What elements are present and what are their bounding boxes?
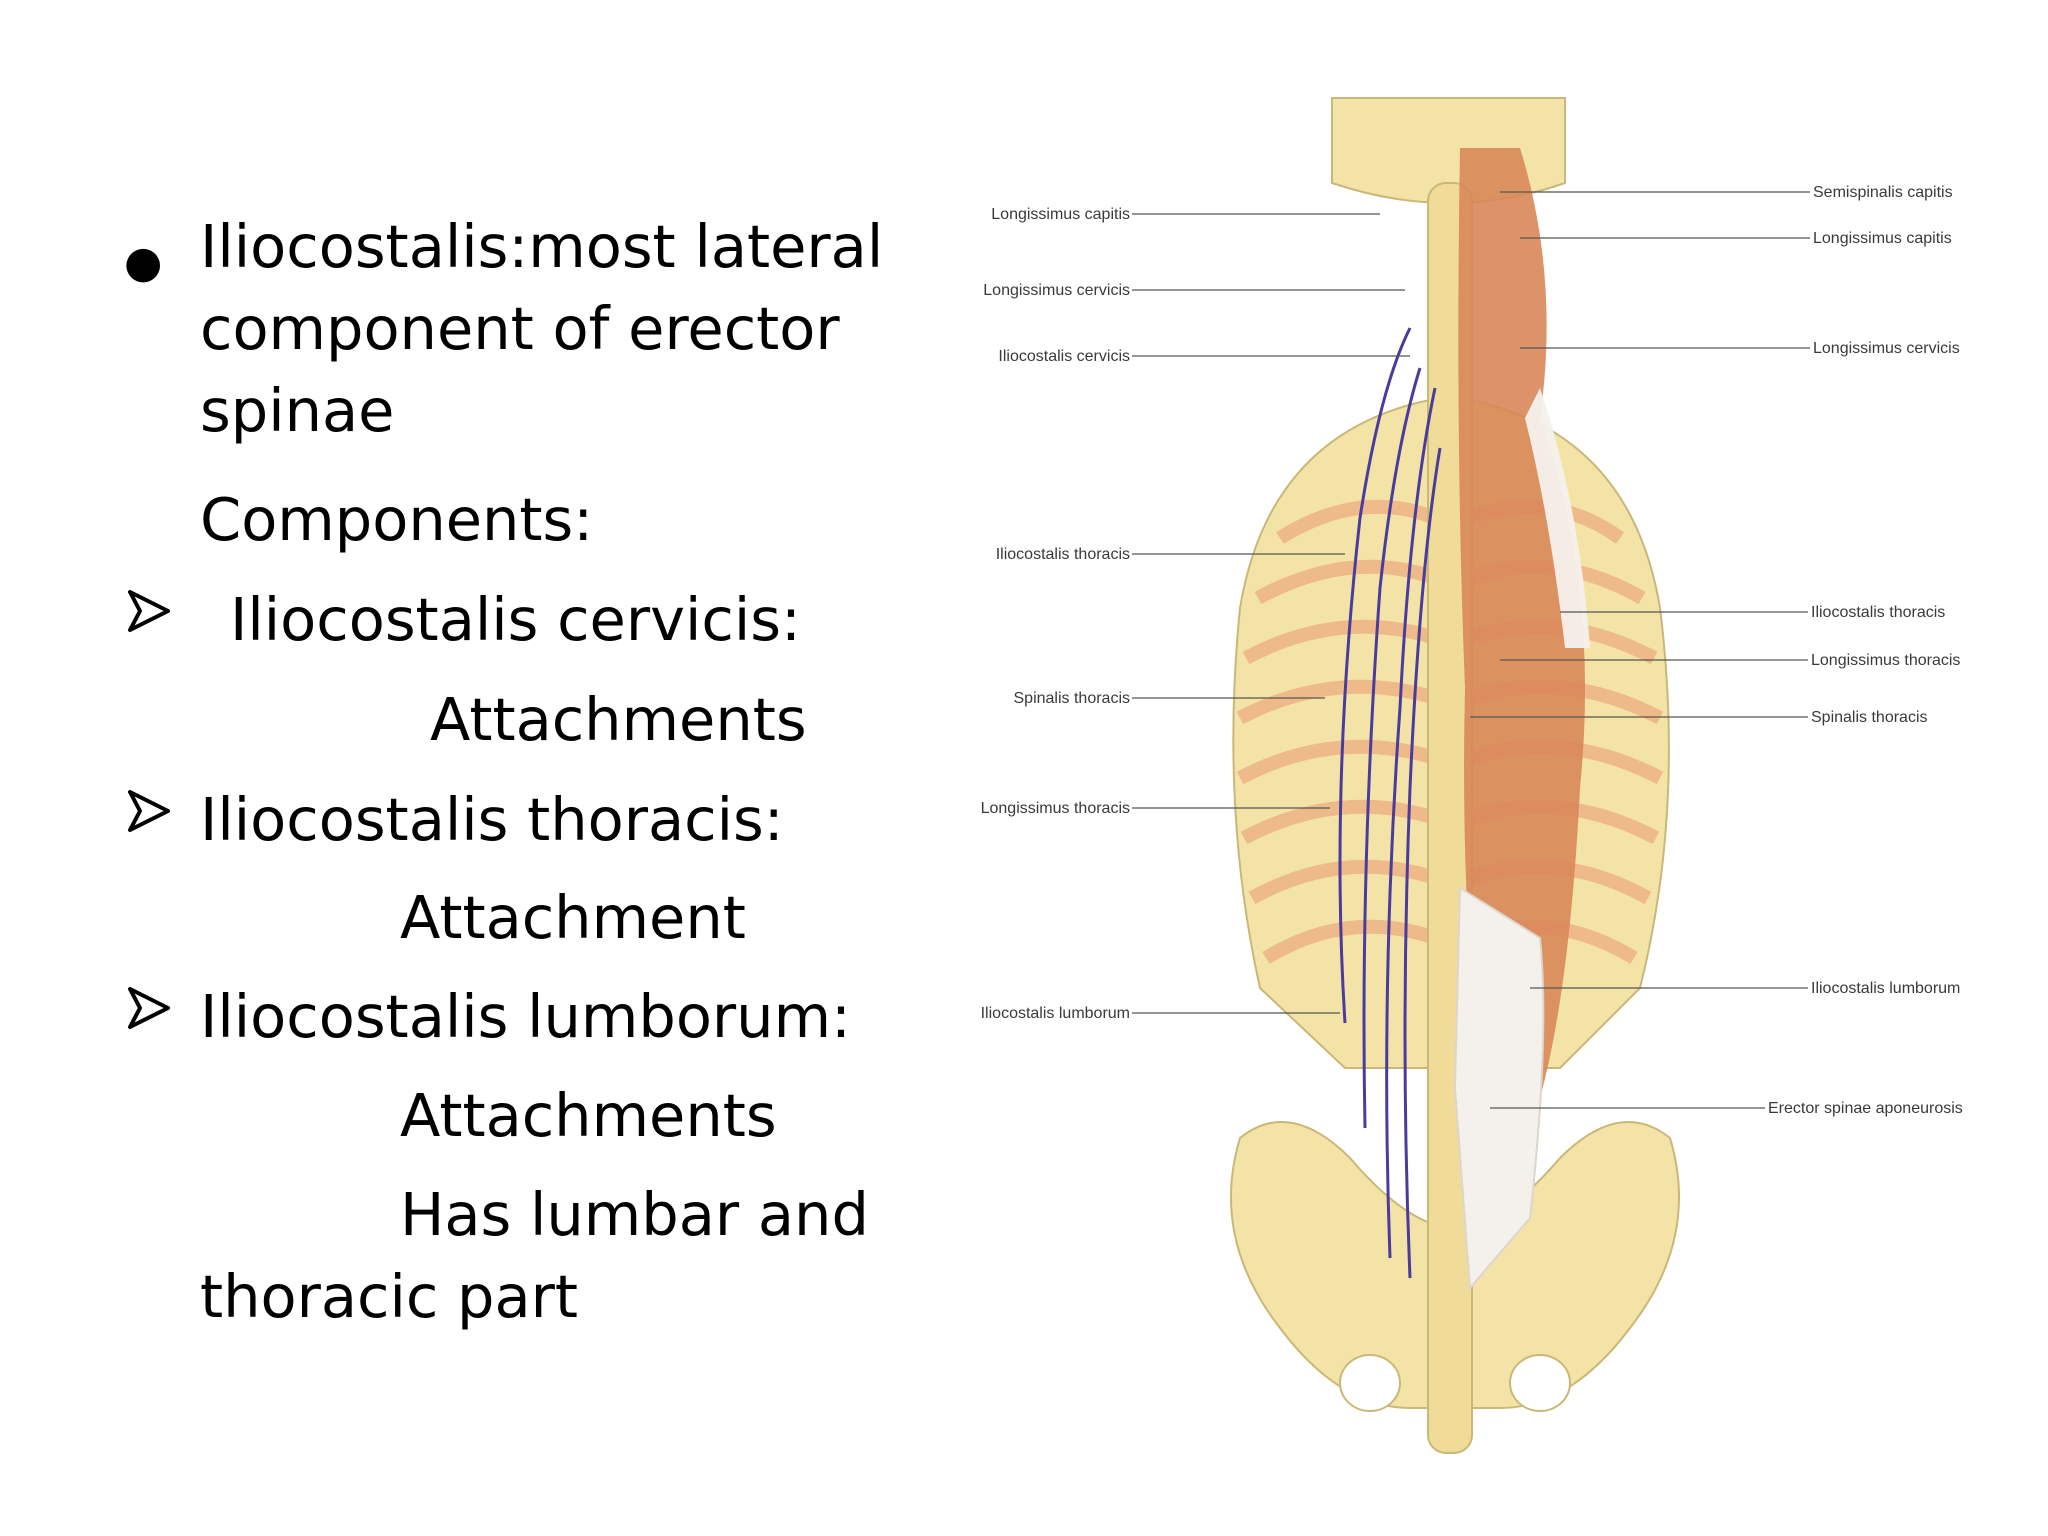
erector-spinae-muscle — [1458, 148, 1585, 1098]
components-label: Components: — [200, 485, 594, 554]
title-line-1: Iliocostalis:most lateral — [200, 212, 884, 281]
left-leader-lines — [1132, 213, 1410, 1014]
label-left-iliocostalis-cervicis: Iliocostalis cervicis — [998, 348, 1130, 365]
item-cervicis-name: Iliocostalis cervicis: — [230, 585, 801, 654]
extra-line-1: Has lumbar and — [400, 1180, 869, 1249]
title-line-3: spinae — [200, 376, 395, 445]
label-right-longissimus-thoracis: Longissimus thoracis — [1811, 652, 1960, 669]
title-line-2: component of erector — [200, 294, 840, 363]
label-left-iliocostalis-lumborum: Iliocostalis lumborum — [981, 1005, 1130, 1022]
item-cervicis-detail: Attachments — [430, 685, 807, 754]
extra-line-2: thoracic part — [200, 1262, 579, 1331]
item-lumborum-detail: Attachments — [400, 1081, 777, 1150]
obturator-foramen-right — [1509, 1354, 1571, 1412]
slide-text-panel: ● Iliocostalis:most lateral component of… — [0, 0, 900, 1536]
label-right-iliocostalis-lumborum: Iliocostalis lumborum — [1811, 980, 1960, 997]
anatomy-figure: Longissimus capitis Longissimus cervicis… — [981, 97, 1963, 1454]
label-right-semispinalis-capitis: Semispinalis capitis — [1813, 184, 1953, 201]
iliocostalis-nerve-lines — [1338, 327, 1442, 1279]
obturator-foramen-left — [1339, 1354, 1401, 1412]
right-leader-lines — [1470, 191, 1810, 1109]
item-lumborum-name: Iliocostalis lumborum: — [200, 982, 851, 1051]
label-right-iliocostalis-thoracis: Iliocostalis thoracis — [1811, 604, 1945, 621]
item-thoracis-detail: Attachment — [400, 883, 746, 952]
aponeurosis — [1453, 886, 1545, 1291]
label-left-spinalis-thoracis: Spinalis thoracis — [1014, 690, 1131, 707]
label-left-longissimus-capitis: Longissimus capitis — [991, 206, 1130, 223]
label-right-longissimus-capitis: Longissimus capitis — [1813, 230, 1952, 247]
arrow-bullet-icon — [128, 590, 170, 632]
arrow-bullet-icon — [128, 790, 170, 832]
item-thoracis-name: Iliocostalis thoracis: — [200, 785, 784, 854]
label-left-longissimus-cervicis: Longissimus cervicis — [983, 282, 1130, 299]
label-right-longissimus-cervicis: Longissimus cervicis — [1813, 340, 1960, 357]
label-right-spinalis-thoracis: Spinalis thoracis — [1811, 709, 1928, 726]
white-tendon-strips — [1525, 388, 1590, 648]
label-right-erector-spinae-aponeurosis: Erector spinae aponeurosis — [1768, 1100, 1963, 1117]
label-left-longissimus-thoracis: Longissimus thoracis — [981, 800, 1130, 817]
label-left-iliocostalis-thoracis: Iliocostalis thoracis — [996, 546, 1130, 563]
bullet-dot-icon: ● — [124, 237, 163, 288]
arrow-bullet-icon — [128, 987, 170, 1029]
